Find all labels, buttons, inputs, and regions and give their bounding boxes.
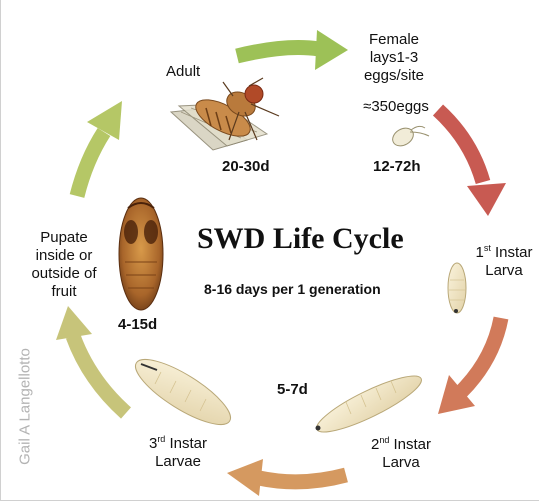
first-instar-label: 1st Instar Larva <box>469 244 539 280</box>
diagram-title: SWD Life Cycle <box>197 222 404 256</box>
adult-label: Adult <box>166 63 200 81</box>
photo-credit: Gail A Langellotto <box>17 327 34 487</box>
egg-illustration <box>389 125 429 150</box>
pupa-label: Pupate inside or outside of fruit <box>19 229 109 301</box>
adult-fly-illustration <box>171 78 279 150</box>
egg-count-label: ≈350eggs <box>353 98 439 116</box>
second-instar-label: 2nd Instar Larva <box>356 436 446 472</box>
egg-duration: 12-72h <box>373 158 421 175</box>
pupa-illustration <box>119 198 163 310</box>
third-instar-illustration <box>127 348 238 435</box>
second-instar-illustration <box>311 367 427 441</box>
pupa-duration: 4-15d <box>118 316 157 333</box>
adult-duration: 20-30d <box>222 158 270 175</box>
diagram-subtitle: 8-16 days per 1 generation <box>204 281 381 297</box>
egg-label: Female lays1-3 eggs/site <box>349 31 439 85</box>
second-instar-duration: 5-7d <box>277 381 308 398</box>
first-instar-illustration <box>448 263 466 313</box>
third-instar-label: 3rd Instar Larvae <box>133 435 223 471</box>
